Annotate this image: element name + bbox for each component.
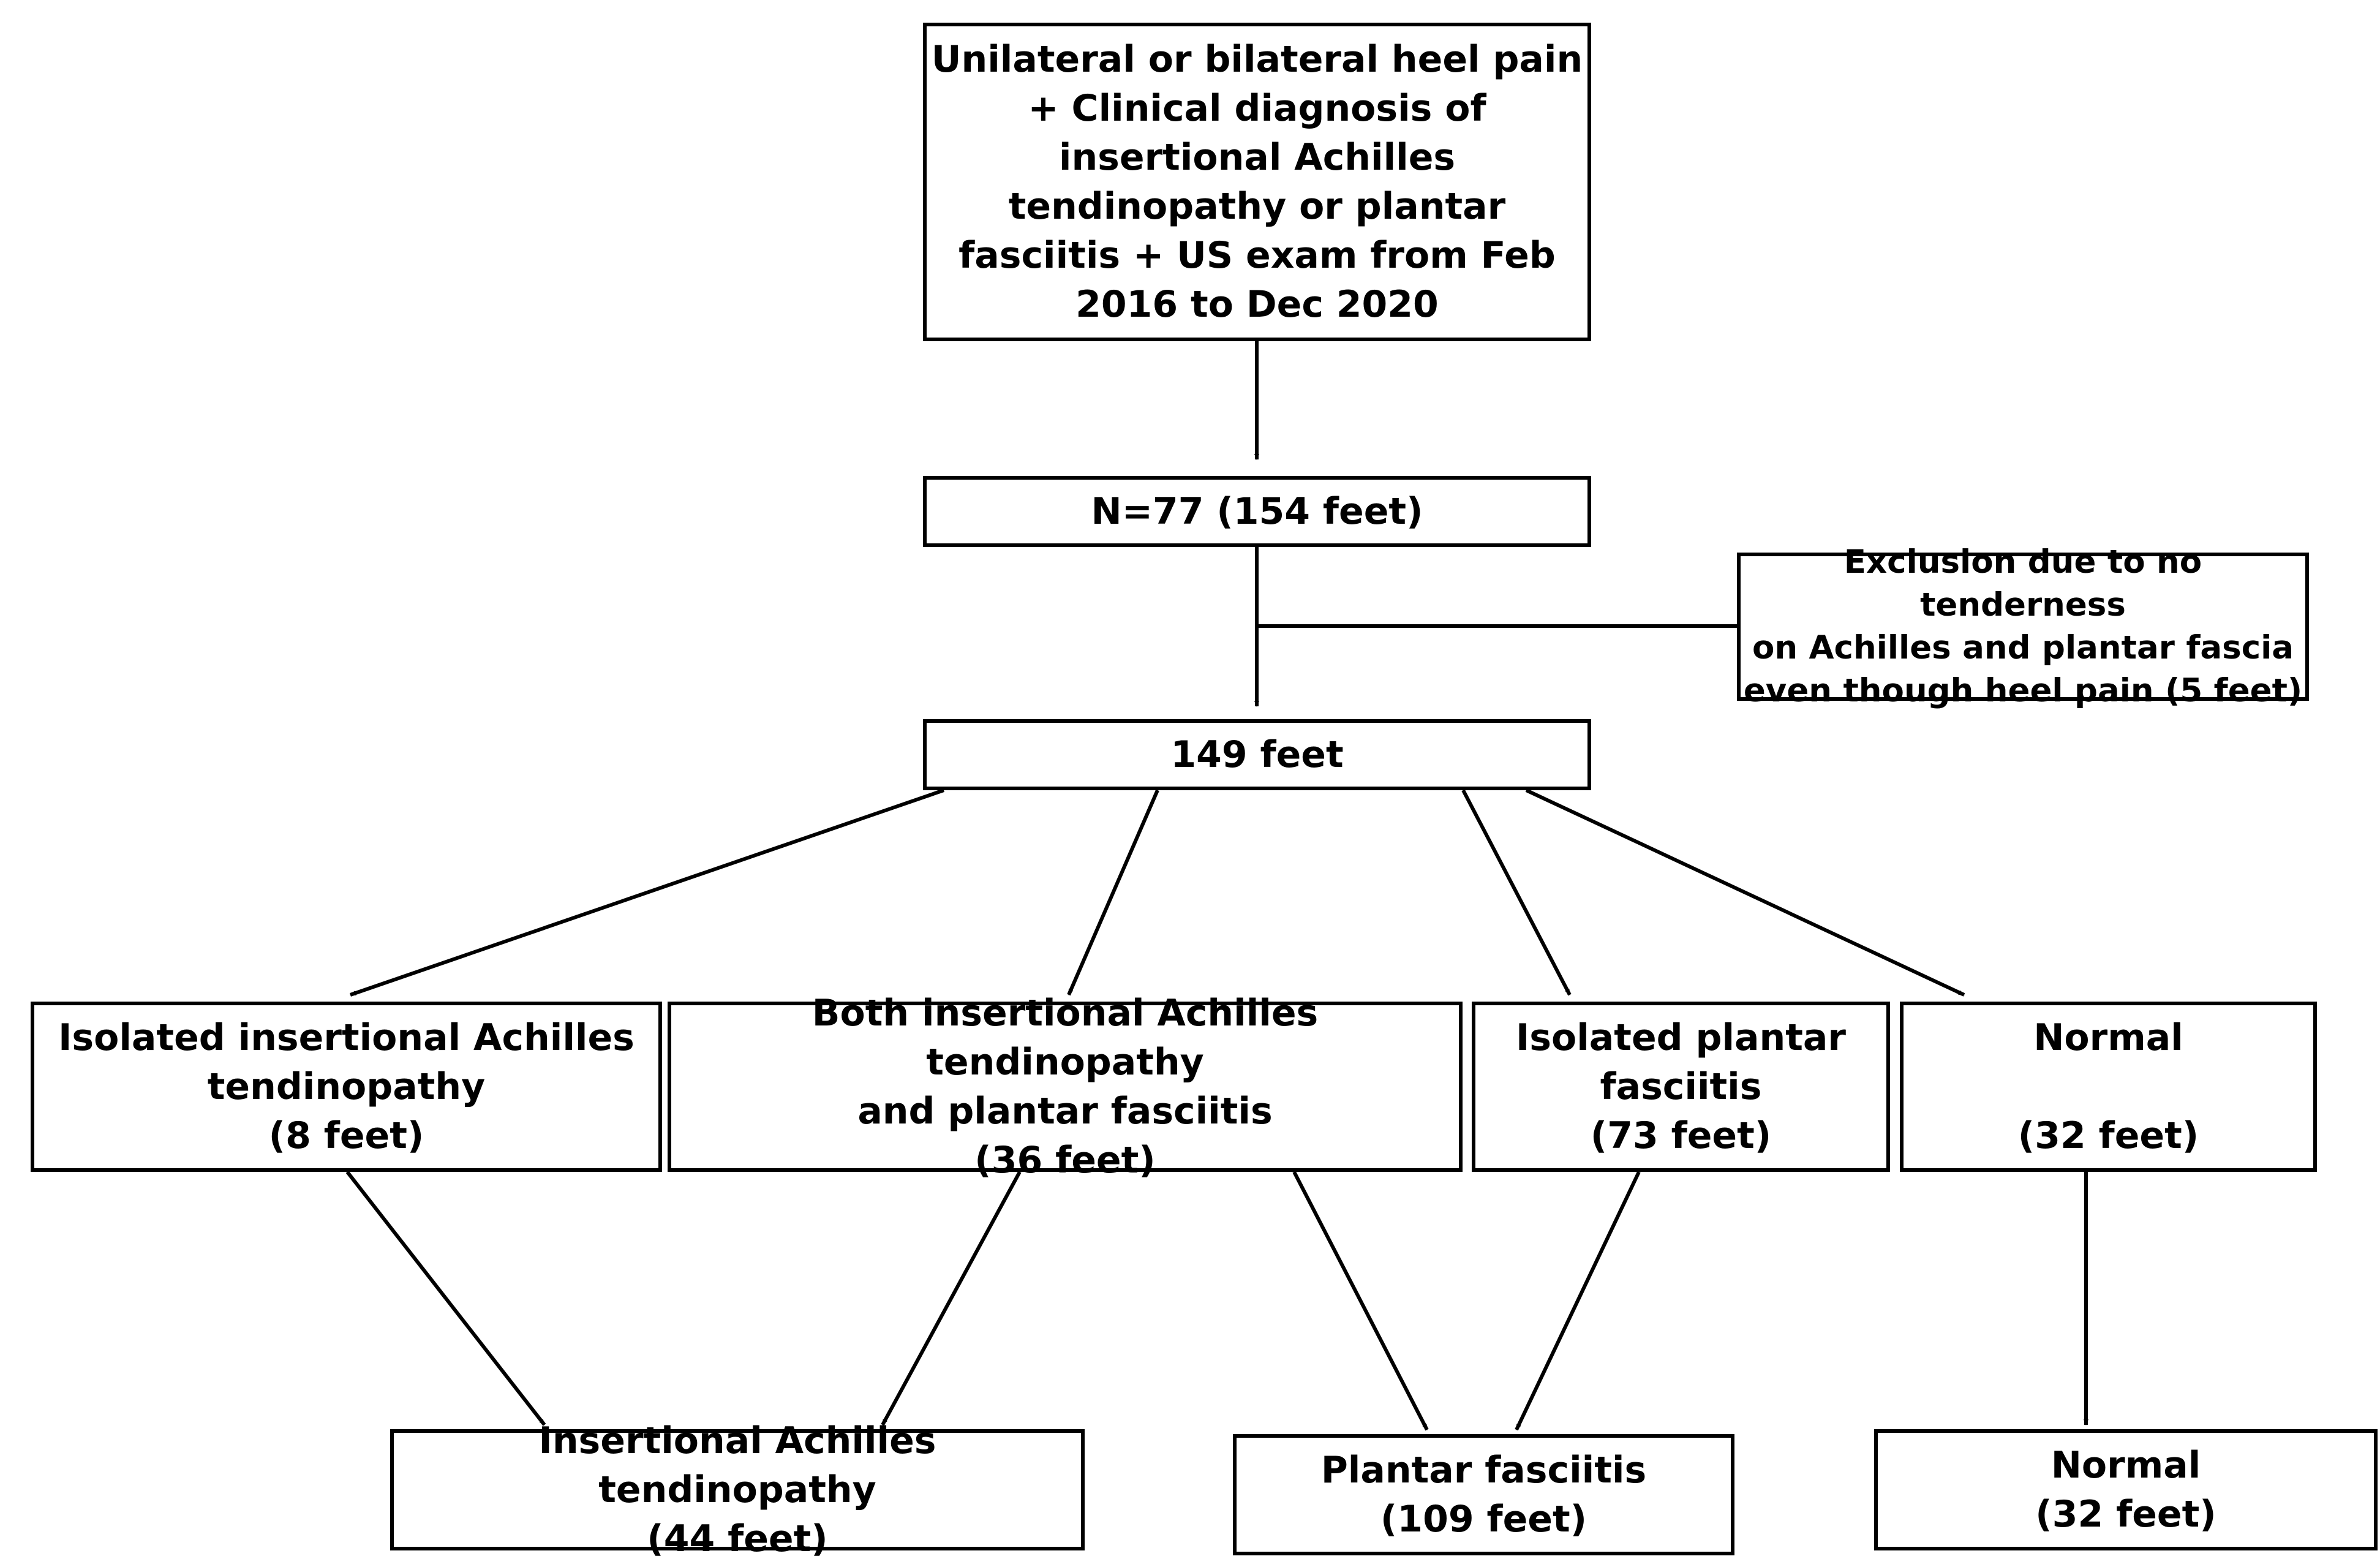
arrow-both-to-final-achilles <box>881 1171 1022 1426</box>
isolated-plantar-box: Isolated plantar fasciitis (73 feet) <box>1472 1002 1890 1172</box>
arrow-included-to-iso-achilles <box>350 788 944 997</box>
final-normal-box: Normal (32 feet) <box>1874 1429 2378 1550</box>
arrow-iso-plantar-to-final-plantar <box>1515 1171 1641 1431</box>
arrow-included-to-iso-plantar <box>1461 789 1572 996</box>
arrow-included-to-normal <box>1525 788 1965 997</box>
arrow-included-to-both <box>1067 789 1159 996</box>
arrow-iso-achilles-to-final-achilles <box>345 1171 546 1426</box>
final-achilles-box: Insertional Achilles tendinopathy (44 fe… <box>390 1419 1085 1560</box>
isolated-achilles-box: Isolated insertional Achilles tendinopat… <box>31 1002 662 1172</box>
final-plantar-box: Plantar fasciitis (109 feet) <box>1233 1434 1734 1555</box>
arrow-both-to-final-plantar <box>1292 1171 1429 1431</box>
included-feet-box: 149 feet <box>923 719 1591 790</box>
normal-box: Normal (32 feet) <box>1900 1002 2317 1172</box>
inclusion-criteria-box: Unilateral or bilateral heel pain + Clin… <box>923 23 1591 341</box>
both-conditions-box: Both insertional Achilles tendinopathy a… <box>668 992 1463 1182</box>
total-patients-box: N=77 (154 feet) <box>923 476 1591 547</box>
exclusion-box: Exclusion due to no tenderness on Achill… <box>1737 543 2309 709</box>
